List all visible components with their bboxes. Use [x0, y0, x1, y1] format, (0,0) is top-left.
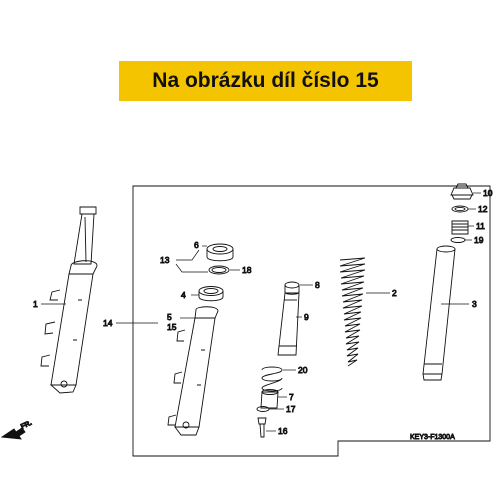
part-18-clip	[208, 265, 230, 275]
leader-lines	[41, 192, 481, 432]
part-2-fork-spring	[339, 257, 366, 367]
callout-19: 19	[474, 235, 484, 245]
part-1-fork-leg	[40, 206, 98, 394]
callout-20: 20	[298, 365, 308, 375]
part-9-fork-piston	[277, 292, 300, 356]
callout-5: 5	[167, 312, 172, 322]
callout-16: 16	[278, 426, 288, 436]
callout-2: 2	[392, 288, 397, 298]
diagram-frame	[132, 185, 491, 457]
callout-7: 7	[289, 392, 294, 402]
callout-3: 3	[472, 299, 477, 309]
callout-15: 15	[167, 322, 177, 332]
callout-12: 12	[478, 204, 488, 214]
callout-14: 14	[103, 318, 113, 328]
callout-11: 11	[476, 221, 485, 231]
part-4-oil-seal	[198, 286, 224, 302]
part-17-washer	[256, 406, 270, 412]
banner-text: Na obrázku díl číslo 15	[152, 69, 379, 92]
part-8-piston-ring	[284, 281, 300, 295]
part-3-fork-pipe	[422, 245, 456, 381]
callout-4: 4	[181, 290, 186, 300]
front-direction-arrow-icon	[0, 427, 26, 440]
callout-9: 9	[304, 312, 309, 322]
callout-8: 8	[315, 280, 320, 290]
front-direction-label: FR.	[20, 420, 33, 431]
part-16-socket-bolt	[257, 417, 267, 438]
callout-18: 18	[242, 265, 252, 275]
callout-6: 6	[194, 240, 199, 250]
callout-13: 13	[160, 255, 170, 265]
part-number-banner: Na obrázku díl číslo 15	[119, 61, 412, 101]
part-15-fork-slider	[167, 306, 219, 436]
callout-1: 1	[33, 299, 38, 309]
part-11-spacer	[451, 220, 469, 235]
callout-10: 10	[483, 188, 493, 198]
diagram-code: KEY3-F1300A	[410, 434, 455, 441]
part-10-fork-bolt	[450, 183, 474, 200]
part-19-seat	[450, 237, 466, 243]
part-20-rebound-spring	[261, 366, 283, 392]
callout-17: 17	[286, 404, 296, 414]
part-12-o-ring	[451, 205, 469, 213]
part-7-oil-lock-piece	[260, 389, 279, 409]
part-6-dust-seal	[206, 243, 234, 262]
